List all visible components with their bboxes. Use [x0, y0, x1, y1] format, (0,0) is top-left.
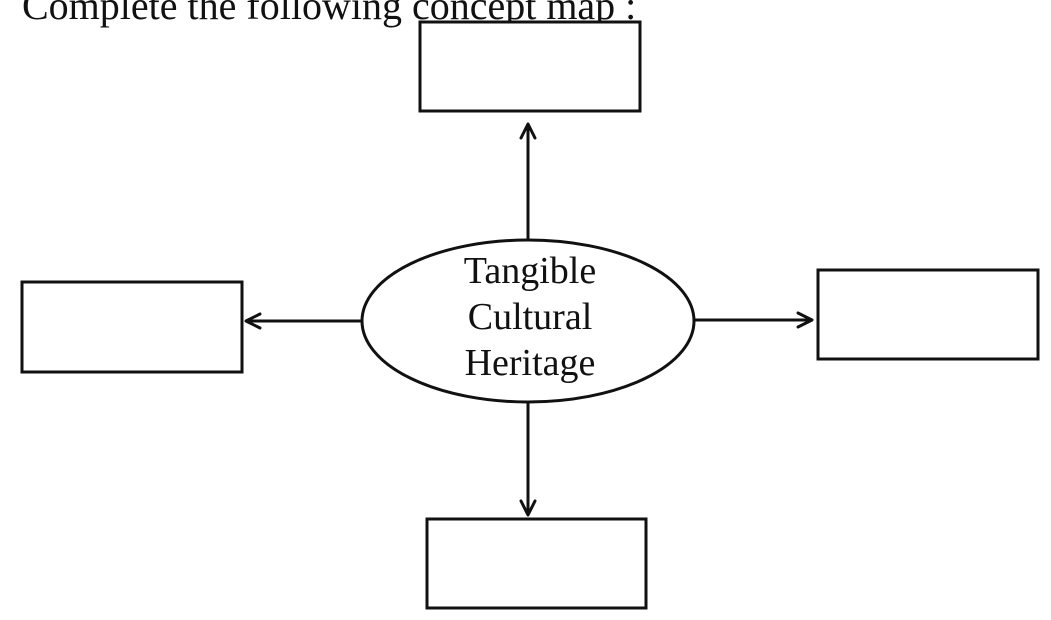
box-bottom[interactable]: [425, 517, 648, 610]
center-label-line-1: Tangible: [463, 250, 597, 292]
box-right[interactable]: [816, 268, 1040, 361]
box-left[interactable]: [20, 280, 244, 374]
box-top[interactable]: [418, 20, 642, 113]
center-label-line-3: Heritage: [464, 342, 596, 384]
center-ellipse: [360, 238, 696, 404]
center-label-line-2: Cultural: [467, 296, 593, 338]
center-label: Tangible Cultural Heritage: [430, 248, 630, 386]
